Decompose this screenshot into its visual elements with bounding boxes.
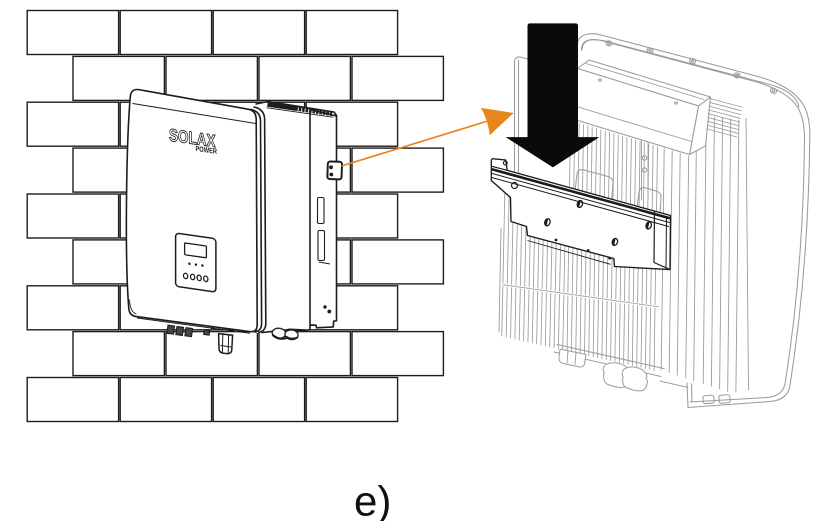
svg-text:e): e): [354, 478, 391, 521]
svg-text:POWER: POWER: [196, 144, 218, 156]
